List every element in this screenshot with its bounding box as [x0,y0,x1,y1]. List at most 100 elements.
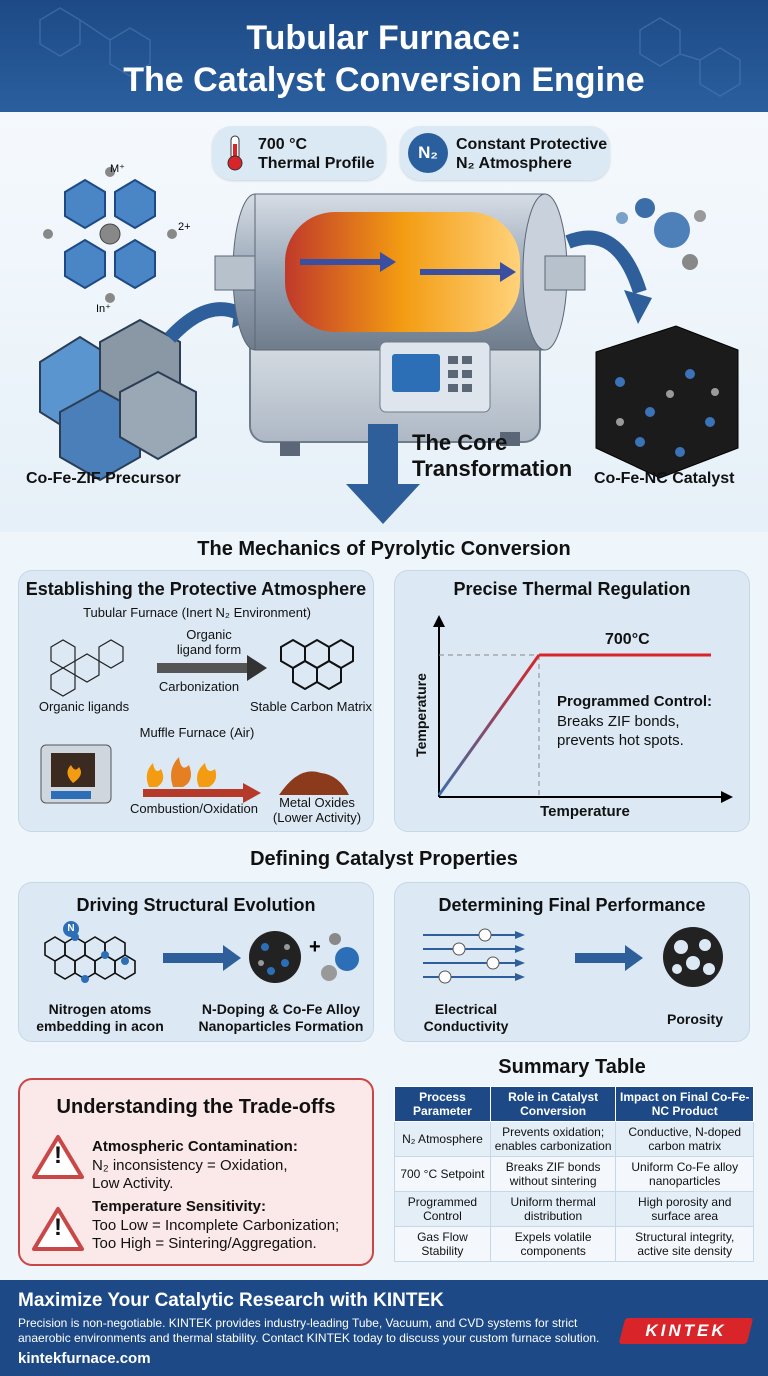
atmosphere-panel-title: Establishing the Protective Atmosphere [25,579,367,599]
performance-panel: Determining Final Performance Electrical… [394,882,750,1042]
conductivity-label-line1: Electrical [434,1001,498,1017]
callout-temp-line2: Thermal Profile [258,155,375,172]
ramp-segment [437,654,541,796]
carbon-matrix-icon [280,638,354,691]
table-row: N₂ Atmosphere Prevents oxidation; enable… [394,1121,754,1157]
core-transformation-line2: Transformation [412,456,573,481]
table-cell: Uniform Co-Fe alloy nanoparticles [615,1156,754,1192]
metal-oxide-pile-icon [279,771,349,795]
flames-icon [146,757,217,787]
footer-body-line1: Precision is non-negotiable. KINTEK prov… [18,1316,578,1330]
summary-header-cell: Role in Catalyst Conversion [489,1086,617,1122]
setpoint-label: 700°C [605,631,650,648]
nanoparticle-cluster-icon [249,931,301,983]
footer-banner: Maximize Your Catalytic Research with KI… [0,1280,768,1376]
performance-panel-title: Determining Final Performance [438,895,706,915]
summary-table: Process Parameter Role in Catalyst Conve… [394,1086,754,1262]
control-line1: Breaks ZIF bonds, [557,713,680,730]
table-row: 700 °C Setpoint Breaks ZIF bonds without… [394,1156,754,1192]
table-cell: Expels volatile components [489,1226,617,1262]
page-title-line1: Tubular Furnace: [246,19,522,57]
table-cell: Programmed Control [394,1191,491,1227]
catalyst-label: Co-Fe-NC Catalyst [594,470,735,487]
kintek-logo: KINTEK [618,1318,754,1344]
table-cell: Breaks ZIF bonds without sintering [489,1156,617,1192]
flow-arrow-in-icon [164,302,239,343]
nanoparticles-icon [616,198,706,270]
callout-temp-line1: 700 °C [258,136,308,153]
tradeoff1-line2: Low Activity. [92,1175,174,1192]
porosity-label: Porosity [666,1011,723,1027]
table-cell: Prevents oxidation; enables carbonizatio… [489,1121,617,1157]
ion-label-right: 2+ [178,221,191,233]
summary-header-row: Process Parameter Role in Catalyst Conve… [394,1086,754,1122]
metal-oxides-line2: (Lower Activity) [272,810,362,825]
structural-diagram: + [44,931,359,983]
conc-catalyst-block-icon [595,325,739,479]
thermal-profile-callout: 700 °C Thermal Profile [212,126,386,180]
thermal-profile-chart [433,615,733,803]
footer-website-link[interactable]: kintekfurnace.com [18,1350,151,1367]
table-cell: Structural integrity, active site densit… [615,1226,754,1262]
organic-ligands-icon [50,639,124,697]
thermometer-icon [227,135,243,171]
arrow-label-bottom: Carbonization [158,679,240,694]
table-cell: 700 °C Setpoint [394,1156,491,1192]
carbonization-diagram [50,638,354,697]
flow-arrow-out-icon [565,230,647,295]
tradeoff2-line1: Too Low = Incomplete Carbonization; [92,1217,340,1234]
zif-precursor-crystal-icon [39,318,197,482]
structural-panel: Driving Structural Evolution + N Nitroge… [18,882,374,1042]
x-axis-label: Temperature [540,803,630,820]
page-title-line2: The Catalyst Conversion Engine [123,61,645,99]
warning-triangle-icon [32,1207,84,1251]
warning-triangle-icon [32,1135,84,1179]
core-transformation-arrow-icon [346,424,420,524]
tradeoff1-title: Atmospheric Contamination: [92,1138,298,1155]
table-cell: Conductive, N-doped carbon matrix [615,1121,754,1157]
nitrogen-badge-icon: N [63,921,79,937]
callout-n2-line2: N₂ Atmosphere [456,155,572,172]
muffle-caption: Muffle Furnace (Air) [139,725,255,740]
thermal-panel-title: Precise Thermal Regulation [453,579,691,599]
tubular-caption: Tubular Furnace (Inert N₂ Environment) [83,605,311,620]
structural-panel-title: Driving Structural Evolution [76,895,316,915]
combustion-label: Combustion/Oxidation [130,801,258,816]
summary-header-cell: Impact on Final Co-Fe-NC Product [615,1086,754,1122]
table-cell: N₂ Atmosphere [394,1121,491,1157]
table-cell: Gas Flow Stability [394,1226,491,1262]
control-line2: prevents hot spots. [557,732,684,749]
footer-title: Maximize Your Catalytic Research with KI… [18,1290,444,1311]
kintek-logo-text: KINTEK [645,1321,727,1340]
control-title: Programmed Control: [557,693,713,710]
nitrogen-label-line2: embedding in acon [36,1018,164,1034]
summary-title: Summary Table [498,1056,646,1078]
stable-carbon-label: Stable Carbon Matrix [249,699,373,714]
ion-label-bottom: In⁺ [96,303,111,315]
tradeoff2-title: Temperature Sensitivity: [92,1198,266,1215]
callout-n2-line1: Constant Protective [456,136,608,153]
properties-section-title: Defining Catalyst Properties [250,848,518,870]
oxidation-diagram [40,744,349,804]
atmosphere-panel: Establishing the Protective Atmosphere T… [18,570,374,832]
tradeoff1-line1: N₂ inconsistency = Oxidation, [92,1157,288,1174]
table-row: Programmed Control Uniform thermal distr… [394,1191,754,1227]
arrow-label-top-line1: Organic [186,627,232,642]
tradeoffs-panel: Understanding the Trade-offs ! Atmospher… [18,1078,374,1266]
footer-body-line2: anaerobic environments and thermal stabi… [18,1331,600,1345]
thermal-panel: Precise Thermal Regulation 700°C Tempera… [394,570,750,832]
y-axis-label: Temperature [413,673,429,757]
plus-sign: + [309,936,321,958]
ion-label-top: M⁺ [110,163,125,175]
warning-glyph-1: ! [54,1142,62,1169]
mechanics-section-title: The Mechanics of Pyrolytic Conversion [197,538,571,560]
nitrogen-label-line1: Nitrogen atoms [48,1001,152,1017]
precursor-label: Co-Fe-ZIF Precursor [26,470,181,487]
summary-table-wrapper: Process Parameter Role in Catalyst Conve… [394,1086,754,1262]
n2-badge-icon: N₂ [408,133,448,173]
organic-ligands-label: Organic ligands [38,699,130,714]
warning-glyph-2: ! [54,1214,62,1241]
table-cell: Uniform thermal distribution [489,1191,617,1227]
doping-label-line2: Nanoparticles Formation [198,1018,364,1034]
mof-lattice-icon [43,167,177,303]
